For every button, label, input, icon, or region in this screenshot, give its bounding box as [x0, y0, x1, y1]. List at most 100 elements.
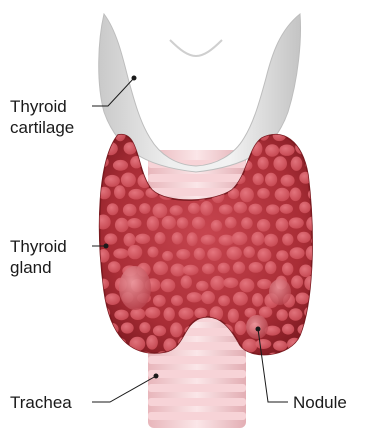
gland-follicle: [114, 310, 128, 321]
gland-follicle: [201, 235, 216, 245]
gland-follicle: [114, 185, 125, 199]
gland-follicle: [130, 156, 142, 168]
gland-follicle: [98, 187, 111, 200]
gland-follicle: [282, 324, 294, 335]
gland-follicle: [97, 249, 109, 263]
gland-follicle: [139, 203, 150, 214]
gland-follicle: [112, 338, 126, 349]
gland-follicle: [296, 353, 310, 366]
trachea-ring: [148, 384, 246, 392]
gland-follicle: [176, 249, 190, 260]
gland-follicle: [187, 292, 202, 302]
gland-follicle: [139, 322, 150, 333]
gland-follicle: [153, 203, 168, 218]
gland-follicle: [200, 201, 213, 216]
gland-follicle: [311, 235, 325, 246]
gland-follicle: [265, 173, 277, 187]
gland-follicle: [175, 125, 191, 140]
gland-follicle: [170, 205, 183, 215]
trachea-ring: [148, 398, 246, 406]
gland-follicle: [104, 323, 118, 336]
gland-follicle: [253, 173, 264, 185]
gland-follicle: [240, 188, 254, 203]
dot-cartilage: [132, 76, 137, 81]
gland-follicle: [228, 309, 239, 323]
gland-follicle: [233, 262, 245, 274]
gland-follicle: [210, 276, 224, 291]
gland-follicle: [164, 307, 175, 321]
gland-follicle: [161, 279, 176, 293]
gland-follicle: [289, 217, 304, 228]
gland-follicle: [233, 292, 248, 306]
gland-follicle: [225, 217, 237, 229]
gland-follicle: [291, 275, 303, 288]
gland-follicle: [148, 247, 159, 258]
gland-follicle: [105, 293, 120, 305]
dot-nodule: [256, 327, 261, 332]
gland-follicle: [192, 217, 205, 230]
gland-follicle: [129, 337, 145, 351]
gland-follicle: [257, 188, 270, 199]
gland-follicle: [179, 308, 194, 320]
gland-follicle: [194, 308, 207, 319]
gland-follicle: [207, 248, 222, 261]
gland-follicle: [171, 295, 183, 306]
gland-follicle: [312, 203, 328, 217]
label-thyroid-gland-line1: Thyroid: [10, 236, 67, 257]
gland-follicle: [223, 278, 238, 289]
gland-follicle: [298, 324, 312, 335]
gland-follicle: [296, 293, 310, 305]
gland-follicle: [257, 219, 270, 232]
gland-follicle: [225, 130, 238, 141]
gland-follicle: [104, 233, 117, 244]
gland-follicle: [316, 354, 329, 364]
gland-follicle: [305, 157, 321, 170]
gland-follicle: [108, 261, 121, 273]
trachea-ring: [148, 174, 246, 182]
gland-follicle: [119, 353, 133, 363]
gland-follicle: [315, 324, 326, 337]
label-nodule: Nodule: [293, 392, 347, 413]
gland-follicle: [219, 235, 235, 246]
gland-follicle: [153, 325, 166, 336]
gland-follicle: [103, 142, 117, 155]
gland-follicle: [97, 157, 108, 167]
gland-follicle: [290, 188, 302, 202]
gland-follicle: [297, 232, 311, 243]
gland-follicle: [234, 202, 247, 214]
gland-follicle: [282, 233, 293, 245]
gland-follicle: [183, 265, 199, 276]
gland-follicle: [275, 188, 290, 202]
dot-trachea: [154, 374, 159, 379]
gland-follicle: [170, 322, 182, 337]
gland-follicle: [299, 265, 312, 278]
gland-follicle: [128, 189, 144, 200]
gland-follicle: [105, 175, 120, 187]
gland-follicle: [209, 129, 223, 140]
dot-gland: [104, 244, 109, 249]
gland-follicle: [258, 157, 269, 170]
gland-follicle: [249, 262, 263, 273]
gland-follicle: [99, 129, 111, 140]
gland-follicle: [201, 291, 215, 304]
gland-follicle: [113, 160, 128, 171]
gland-follicle: [239, 278, 254, 292]
gland-follicle: [265, 261, 276, 274]
trachea-ring: [148, 356, 246, 364]
gland-follicle: [96, 306, 110, 320]
gland-follicle: [306, 217, 319, 231]
label-thyroid-cartilage-line2: cartilage: [10, 117, 74, 138]
gland-follicle: [235, 321, 247, 335]
gland-follicle: [191, 128, 207, 139]
gland-follicle: [289, 127, 304, 140]
gland-follicle: [257, 248, 271, 262]
leader-trachea: [92, 376, 156, 402]
gland-follicle: [264, 234, 278, 247]
gland-follicle: [316, 174, 327, 185]
trachea-ring: [148, 412, 246, 420]
gland-follicle: [243, 246, 255, 258]
gland-follicle: [277, 309, 288, 321]
gland-follicle: [241, 217, 253, 229]
gland-follicle: [257, 279, 271, 289]
gland-follicle: [290, 247, 305, 259]
